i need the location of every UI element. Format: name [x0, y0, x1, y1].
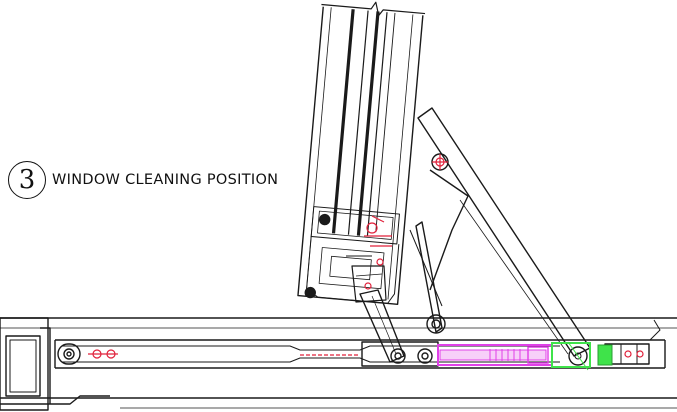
green-stop	[551, 341, 613, 371]
callout-label: WINDOW CLEANING POSITION	[52, 172, 279, 188]
left-profile-section	[0, 317, 110, 411]
pivot-markers	[88, 154, 644, 359]
hinge-bracket	[346, 255, 387, 303]
support-arms	[359, 107, 591, 363]
callout-number-circle: 3	[8, 161, 46, 199]
callout: 3 WINDOW CLEANING POSITION	[8, 158, 278, 202]
frame-channel	[0, 317, 677, 409]
sash	[297, 1, 426, 305]
